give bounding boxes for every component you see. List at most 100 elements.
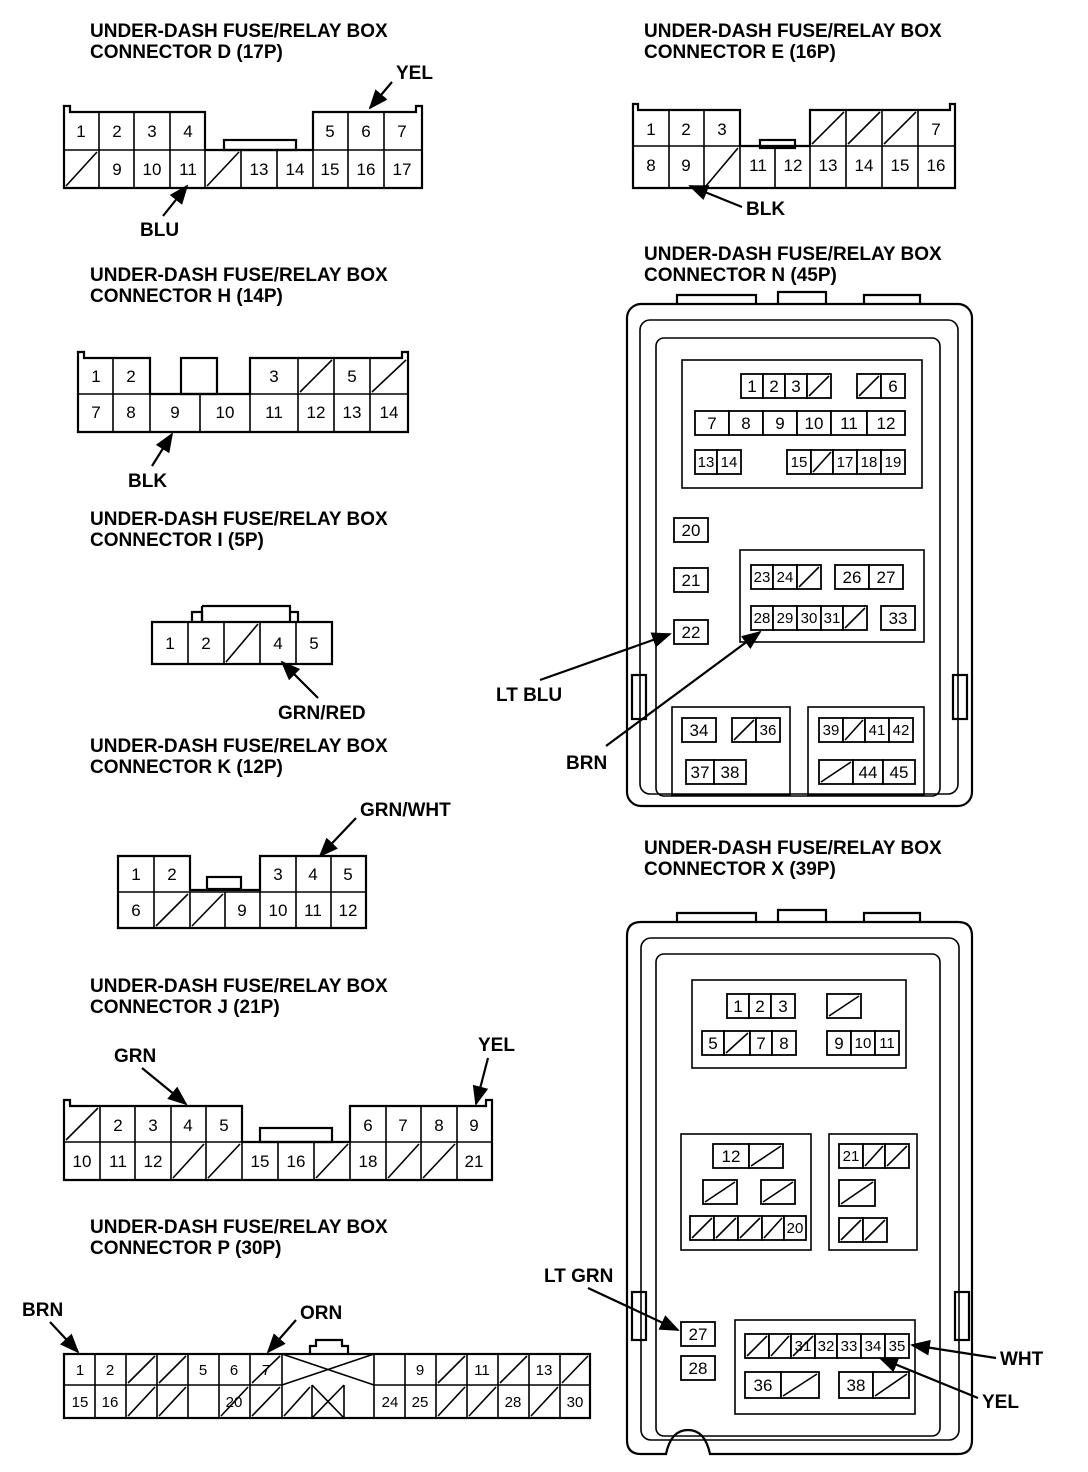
connector-x-middle-left-block <box>680 1133 812 1251</box>
connector-n-top-tabs <box>675 290 922 304</box>
pin-label: 10 <box>805 414 824 433</box>
unused-cavity <box>840 1181 874 1205</box>
connector-x-face <box>655 953 941 1437</box>
pin-label: 21 <box>682 571 701 590</box>
connector-p: UNDER-DASH FUSE/RELAY BOX CONNECTOR P (3… <box>22 1217 592 1420</box>
pin-cell <box>868 564 904 590</box>
pin-label: 11 <box>265 403 283 422</box>
pin-label: 17 <box>837 454 854 471</box>
pin-label: 11 <box>749 156 767 175</box>
pin-label: 18 <box>359 1152 378 1171</box>
pin-label: 4 <box>183 1116 192 1135</box>
wire-color-label: BLK <box>128 471 167 492</box>
pin-cell <box>882 759 916 785</box>
pin-label: 1 <box>76 1362 84 1379</box>
connector-i-housing <box>150 620 334 666</box>
pin-label: 1 <box>91 367 100 386</box>
unused-cavity <box>864 1219 886 1241</box>
pointer-arrow <box>472 1057 490 1106</box>
pin-cell <box>836 1333 862 1359</box>
pin-label: 8 <box>646 156 655 175</box>
pin-label: 12 <box>784 156 803 175</box>
pin-label: 9 <box>681 156 690 175</box>
pin-label: 4 <box>308 865 317 884</box>
connector-x-title-line1: UNDER-DASH FUSE/RELAY BOX <box>644 838 942 859</box>
pin-label: 13 <box>250 160 269 179</box>
wire-color-label: GRN <box>114 1046 156 1067</box>
pin-label: 5 <box>199 1362 207 1379</box>
pin-label: 33 <box>889 609 908 628</box>
pointer-arrow <box>539 632 672 682</box>
connector-n-upper-block <box>681 359 923 489</box>
pin-label: 33 <box>841 1338 858 1355</box>
pointer-arrow <box>878 1356 979 1400</box>
pin-label: 8 <box>434 1116 443 1135</box>
unused-cavity <box>864 1145 884 1167</box>
pin-label: 31 <box>824 610 841 627</box>
pin-label: 10 <box>269 901 288 920</box>
pin-label: 9 <box>112 160 121 179</box>
pin-label: 16 <box>102 1394 119 1411</box>
pin-label: 34 <box>690 721 709 740</box>
connector-n-middle-block <box>739 549 925 643</box>
pointer-arrow <box>49 1321 80 1354</box>
pin-label: 13 <box>698 454 715 471</box>
wire-color-label: WHT <box>1000 1349 1044 1370</box>
pointer-arrow <box>688 184 743 209</box>
unused-cavity <box>792 1335 814 1357</box>
wire-color-label: BLU <box>140 220 179 241</box>
pin-label: 2 <box>681 120 690 139</box>
unused-cavity <box>812 451 832 473</box>
connector-j-title-line2: CONNECTOR J (21P) <box>90 997 280 1018</box>
connector-x-inner-wall <box>640 937 960 1441</box>
connector-i-title-line2: CONNECTOR I (5P) <box>90 530 264 551</box>
pin-label: 7 <box>262 1362 270 1379</box>
unused-cavity <box>886 1145 908 1167</box>
connector-p-title-line1: UNDER-DASH FUSE/RELAY BOX <box>90 1217 388 1238</box>
pin-label: 10 <box>73 1152 92 1171</box>
unused-cavity <box>844 607 866 629</box>
pointer-arrow <box>318 817 357 858</box>
pin-label: 2 <box>126 367 135 386</box>
connector-x-upper-block <box>691 979 907 1069</box>
unused-cavity <box>770 1335 790 1357</box>
pin-label: 11 <box>840 414 858 433</box>
unused-cavity <box>763 1217 783 1239</box>
pin-label: 6 <box>888 377 897 396</box>
connector-k-title-line2: CONNECTOR K (12P) <box>90 757 283 778</box>
pin-label: 2 <box>755 997 764 1016</box>
pin-label: 9 <box>170 403 179 422</box>
wire-color-label: BLK <box>746 199 785 220</box>
pin-label: 13 <box>819 156 838 175</box>
pin-label: 10 <box>855 1035 872 1052</box>
pin-label: 11 <box>179 160 197 179</box>
pointer-arrow <box>280 660 319 699</box>
pin-label: 1 <box>733 997 742 1016</box>
pin-label: 24 <box>382 1394 399 1411</box>
connector-j-title-line1: UNDER-DASH FUSE/RELAY BOX <box>90 976 388 997</box>
connector-n-title-line1: UNDER-DASH FUSE/RELAY BOX <box>644 244 942 265</box>
connector-e-title-line2: CONNECTOR E (16P) <box>644 42 836 63</box>
pin-label: 35 <box>889 1338 906 1355</box>
pin-label: 22 <box>682 623 701 642</box>
connector-d-unused-cavities <box>65 151 240 187</box>
connector-h: UNDER-DASH FUSE/RELAY BOX CONNECTOR H (1… <box>76 265 410 492</box>
pin-label: 3 <box>269 367 278 386</box>
connector-n-lower-right-block <box>807 706 925 796</box>
pin-cell <box>880 605 916 631</box>
unused-cavity <box>828 995 860 1017</box>
pin-cell <box>680 1321 716 1347</box>
unused-cavity <box>725 1032 749 1054</box>
connector-x-side-lock <box>953 1290 971 1342</box>
pin-cell <box>796 410 832 436</box>
unused-cavity <box>858 375 880 397</box>
connector-d-grid <box>64 112 422 188</box>
connector-n: UNDER-DASH FUSE/RELAY BOX CONNECTOR N (4… <box>496 244 974 808</box>
unused-cavity <box>808 375 830 397</box>
pin-label: 27 <box>689 1325 708 1344</box>
connector-h-title-line2: CONNECTOR H (14P) <box>90 286 283 307</box>
pin-label: 14 <box>721 454 738 471</box>
connector-p-blocked-area <box>281 1353 375 1419</box>
pin-label: 14 <box>380 403 399 422</box>
